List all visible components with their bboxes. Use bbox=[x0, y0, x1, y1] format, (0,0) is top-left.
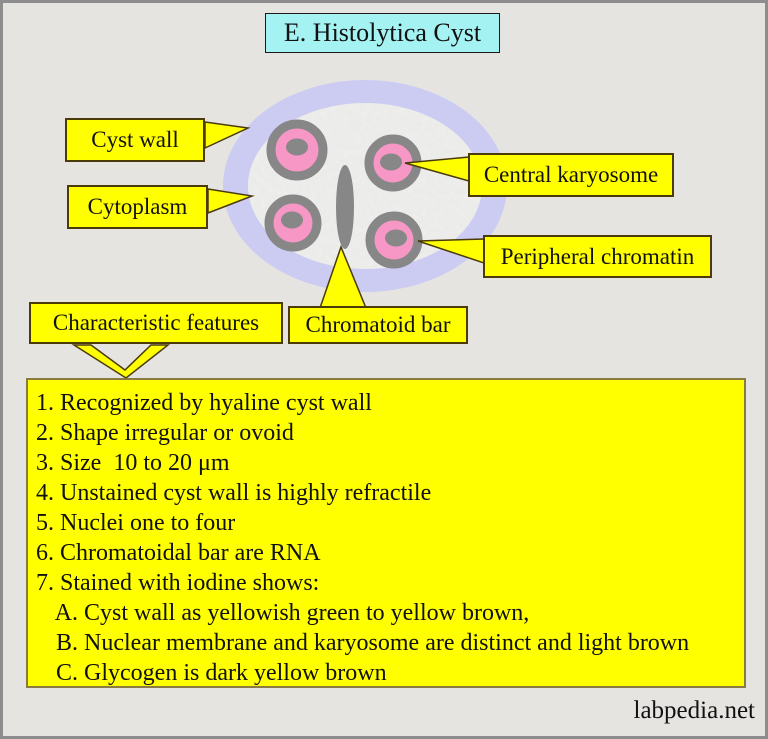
characteristic-features-box: 1. Recognized by hyaline cyst wall 2. Sh… bbox=[26, 378, 746, 688]
feature-line-6: 6. Chromatoidal bar are RNA bbox=[36, 540, 321, 566]
central-karyosome-label-text: Central karyosome bbox=[483, 162, 659, 187]
karyosome-bottom-left bbox=[281, 211, 303, 229]
diagram-title: E. Histolytica Cyst bbox=[265, 13, 500, 53]
feature-line-4: 4. Unstained cyst wall is highly refract… bbox=[36, 480, 432, 506]
cyst-wall-label: Cyst wall bbox=[65, 118, 205, 162]
cyst-wall-tail bbox=[204, 121, 251, 150]
peripheral-chromatin-label-text: Peripheral chromatin bbox=[500, 243, 695, 269]
feature-line-7: 7. Stained with iodine shows: bbox=[36, 570, 320, 596]
karyosome-top-left bbox=[286, 138, 308, 156]
cytoplasm-tail bbox=[207, 188, 255, 215]
cytoplasm-label-text: Cytoplasm bbox=[87, 194, 188, 219]
watermark: labpedia.net bbox=[633, 697, 755, 724]
feature-line-5: 5. Nuclei one to four bbox=[36, 510, 236, 536]
karyosome-top-right bbox=[380, 153, 402, 171]
feature-line-1: 1. Recognized by hyaline cyst wall bbox=[36, 390, 372, 416]
diagram-title-text: E. Histolytica Cyst bbox=[283, 18, 482, 47]
chromatoid-bar-shape bbox=[336, 165, 354, 249]
karyosome-bottom-right bbox=[385, 229, 407, 247]
feature-line-3: 3. Size 10 to 20 μm bbox=[36, 450, 230, 476]
peripheral-chromatin-label: Peripheral chromatin bbox=[483, 235, 712, 278]
feature-line-7b: B. Nuclear membrane and karyosome are di… bbox=[50, 630, 690, 656]
feature-line-7c: C. Glycogen is dark yellow brown bbox=[50, 660, 387, 686]
characteristic-features-label-text: Characteristic features bbox=[52, 310, 260, 335]
characteristic-features-tail bbox=[71, 344, 171, 379]
feature-line-7a: A. Cyst wall as yellowish green to yello… bbox=[50, 600, 530, 626]
characteristic-features-label: Characteristic features bbox=[29, 302, 283, 344]
chromatoid-bar-label: Chromatoid bar bbox=[288, 306, 468, 344]
central-karyosome-label: Central karyosome bbox=[468, 153, 674, 197]
feature-line-2: 2. Shape irregular or ovoid bbox=[36, 420, 294, 446]
cytoplasm-label: Cytoplasm bbox=[67, 185, 208, 229]
cyst-wall-label-text: Cyst wall bbox=[91, 127, 179, 152]
chromatoid-bar-label-text: Chromatoid bar bbox=[305, 312, 451, 337]
